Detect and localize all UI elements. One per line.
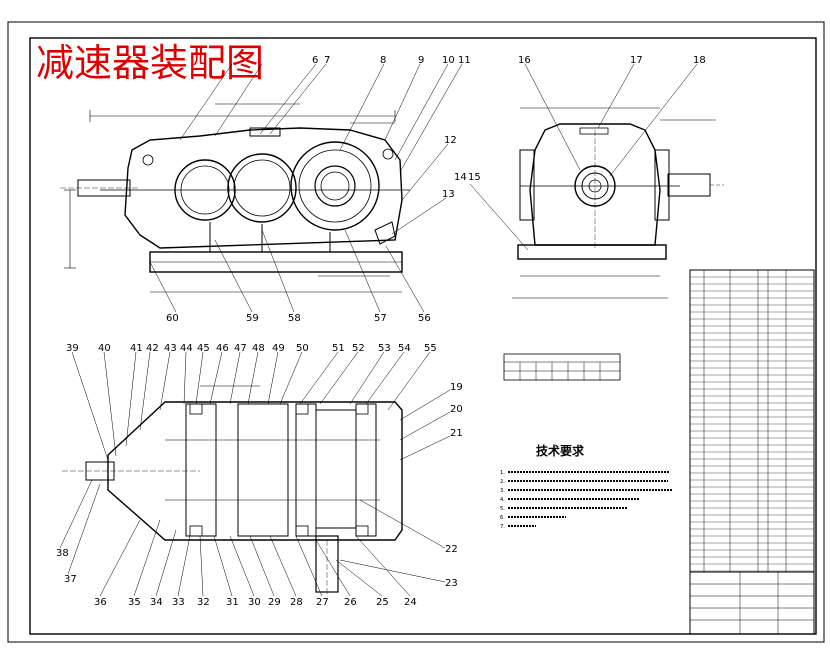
callout-42: 42 <box>146 343 159 354</box>
requirement-item: 2. <box>500 479 505 485</box>
callout-37: 37 <box>64 574 77 585</box>
requirement-item: 3. <box>500 488 505 494</box>
callout-54: 54 <box>398 343 411 354</box>
callout-44: 44 <box>180 343 193 354</box>
callout-18: 18 <box>693 55 706 66</box>
inner-frame <box>29 37 817 635</box>
requirement-item: 1. <box>500 470 505 476</box>
front-view <box>60 103 410 293</box>
requirement-item: 5. <box>500 506 505 512</box>
technical-requirements-heading: 技术要求 <box>536 443 585 458</box>
callout-56: 56 <box>418 313 431 324</box>
callout-7: 7 <box>324 55 330 66</box>
requirement-item: 4. <box>500 497 505 503</box>
callout-20: 20 <box>450 404 463 415</box>
technical-requirements: 技术要求 1. 2. 3. 4. 5. 6. 7. <box>500 443 672 530</box>
side-view <box>469 63 724 299</box>
callout-14: 14 <box>454 172 467 183</box>
callout-33: 33 <box>172 597 185 608</box>
callout-10: 10 <box>442 55 455 66</box>
callout-51: 51 <box>332 343 345 354</box>
callout-55: 55 <box>424 343 437 354</box>
callout-13: 13 <box>442 189 455 200</box>
callout-46: 46 <box>216 343 229 354</box>
gear-parameter-table <box>503 353 621 381</box>
callout-27: 27 <box>316 597 329 608</box>
callout-23: 23 <box>445 578 458 589</box>
requirement-item: 6. <box>500 515 505 521</box>
callout-36: 36 <box>94 597 107 608</box>
callout-59: 59 <box>246 313 259 324</box>
title-block <box>689 571 815 635</box>
callout-12: 12 <box>444 135 457 146</box>
callout-45: 45 <box>197 343 210 354</box>
callout-28: 28 <box>290 597 303 608</box>
callout-26: 26 <box>344 597 357 608</box>
callout-38: 38 <box>56 548 69 559</box>
callout-24: 24 <box>404 597 417 608</box>
plan-view <box>62 385 403 596</box>
callout-53: 53 <box>378 343 391 354</box>
callout-35: 35 <box>128 597 141 608</box>
callout-52: 52 <box>352 343 365 354</box>
plan-view-callouts: 39 40 41 42 43 44 45 46 47 48 49 50 51 5… <box>56 343 463 608</box>
callout-32: 32 <box>197 597 210 608</box>
callout-47: 47 <box>234 343 247 354</box>
callout-34: 34 <box>150 597 163 608</box>
callout-11: 11 <box>458 55 471 66</box>
callout-25: 25 <box>376 597 389 608</box>
callout-30: 30 <box>248 597 261 608</box>
callout-6: 6 <box>312 55 318 66</box>
requirement-lines: 1. 2. 3. 4. 5. 6. 7. <box>500 470 672 530</box>
callout-16: 16 <box>518 55 531 66</box>
callout-31: 31 <box>226 597 239 608</box>
callout-49: 49 <box>272 343 285 354</box>
callout-48: 48 <box>252 343 265 354</box>
callout-40: 40 <box>98 343 111 354</box>
callout-8: 8 <box>380 55 386 66</box>
callout-21: 21 <box>450 428 463 439</box>
callout-22: 22 <box>445 544 458 555</box>
parts-list-table <box>689 269 815 573</box>
callout-58: 58 <box>288 313 301 324</box>
drawing-title: 减速器装配图 <box>36 41 264 85</box>
requirement-item: 7. <box>500 524 505 530</box>
callout-19: 19 <box>450 382 463 393</box>
callout-29: 29 <box>268 597 281 608</box>
front-view-callouts: 6 7 8 9 10 11 12 13 14 15 16 17 18 60 59… <box>149 55 706 324</box>
callout-57: 57 <box>374 313 387 324</box>
callout-17: 17 <box>630 55 643 66</box>
callout-39: 39 <box>66 343 79 354</box>
callout-43: 43 <box>164 343 177 354</box>
callout-15: 15 <box>468 172 481 183</box>
callout-41: 41 <box>130 343 143 354</box>
callout-50: 50 <box>296 343 309 354</box>
callout-9: 9 <box>418 55 424 66</box>
callout-60: 60 <box>166 313 179 324</box>
outer-frame <box>7 21 825 643</box>
